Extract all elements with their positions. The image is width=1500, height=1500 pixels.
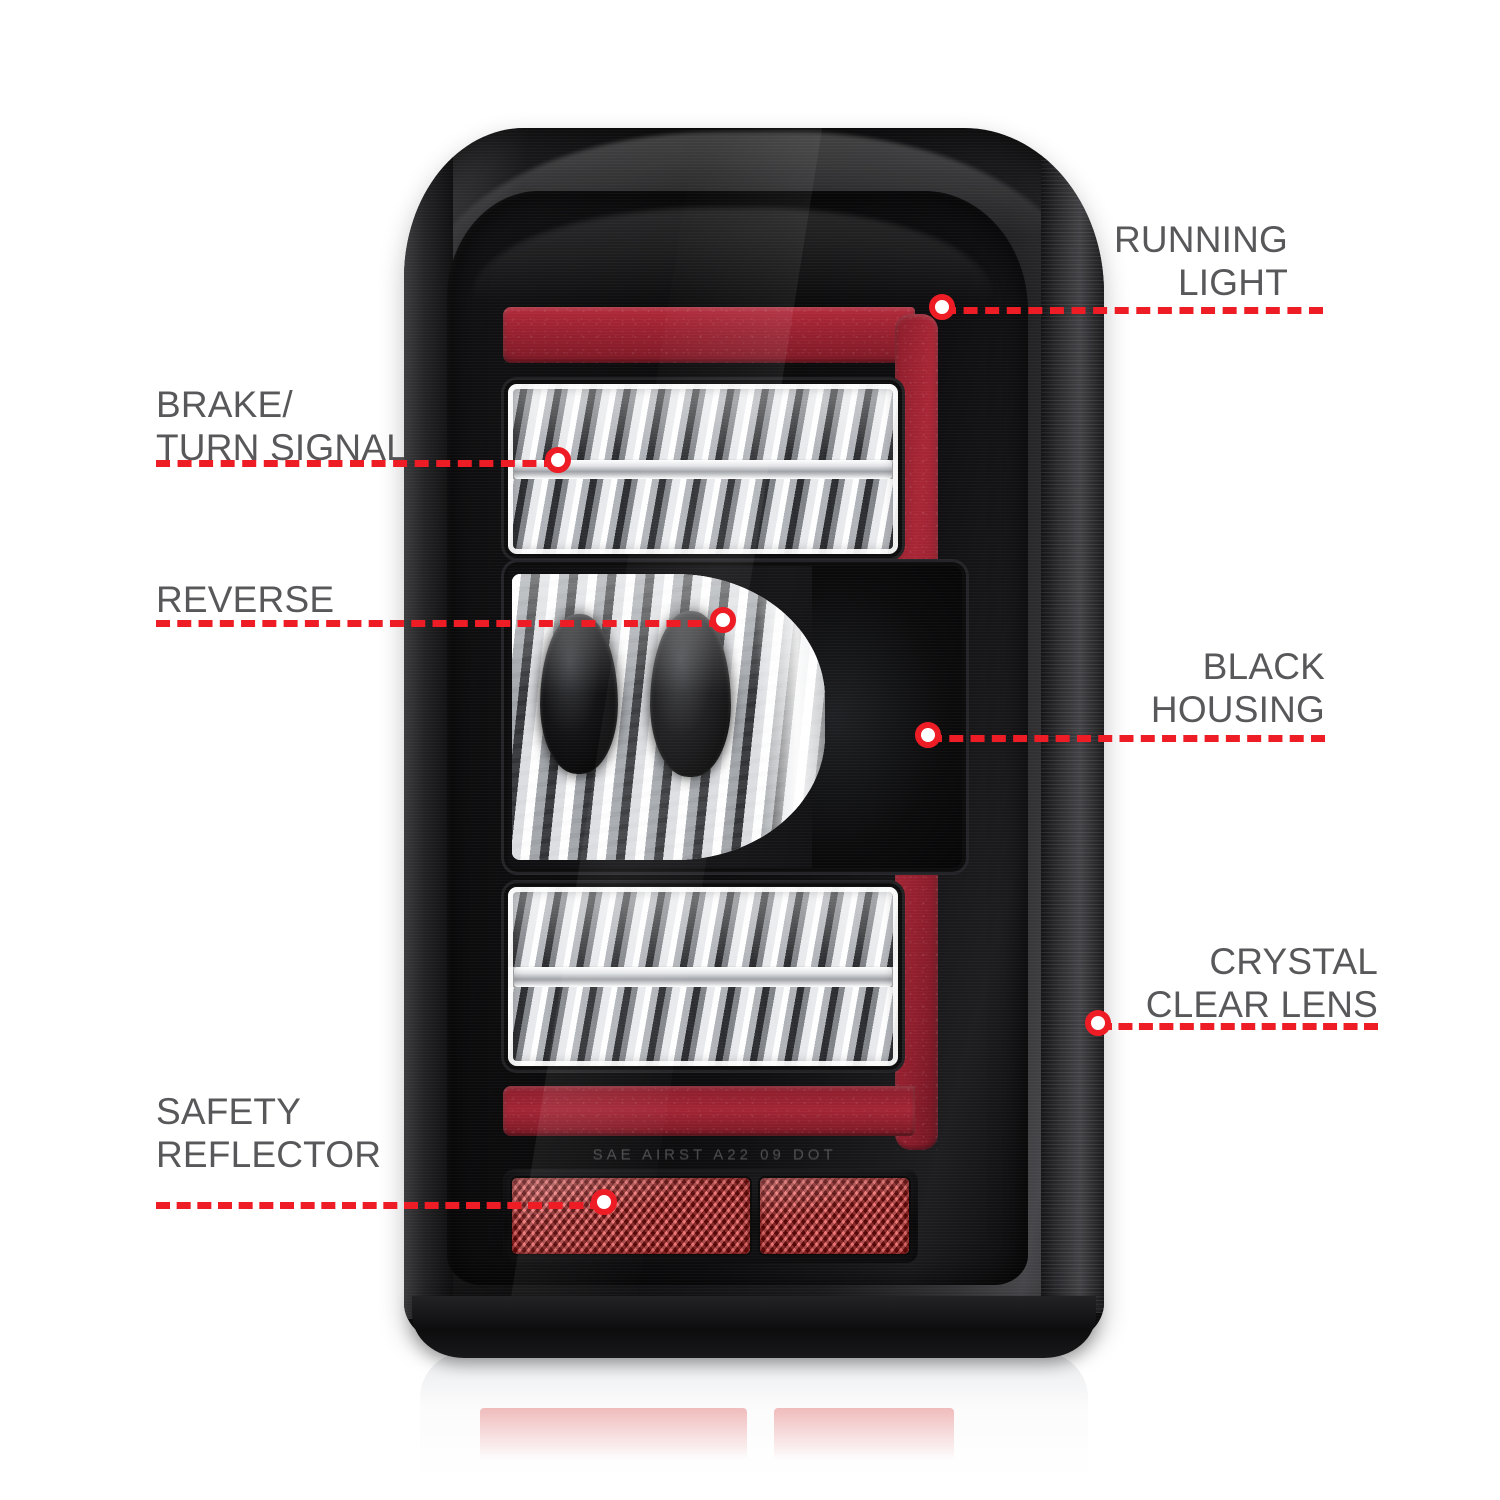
safety-reflector-panel-left — [511, 1177, 751, 1254]
callout-label-crystal-clear-lens: CRYSTAL CLEAR LENS — [1145, 941, 1378, 1026]
lens-gloss — [508, 886, 898, 962]
led-row-upper — [508, 886, 898, 968]
callout-label-reverse: REVERSE — [156, 579, 335, 620]
leader-line-safety-reflector — [156, 1202, 604, 1209]
running-light-bar-top — [502, 307, 916, 363]
led-row-lower — [508, 987, 898, 1066]
surface-glare — [503, 128, 823, 1343]
reverse-chrome-crescent — [755, 579, 825, 855]
callout-dot-crystal-clear-lens[interactable] — [1085, 1010, 1111, 1036]
safety-reflector-panel-right — [760, 1177, 909, 1254]
reverse-prism-texture — [512, 573, 825, 861]
dot-sae-stamp-text: SAE AIRST A22 09 DOT — [592, 1146, 837, 1164]
reverse-dark-inner-panel — [812, 566, 962, 869]
reverse-lens-gloss — [512, 573, 825, 695]
surface-reflection — [420, 1352, 1088, 1480]
leader-line-reverse — [156, 620, 723, 627]
housing-top-highlight — [425, 131, 1083, 314]
callout-label-safety-reflector: SAFETY REFLECTOR — [156, 1091, 382, 1176]
leader-line-brake-turn-signal — [156, 460, 558, 467]
leader-line-crystal-clear-lens — [1098, 1023, 1378, 1030]
chrome-divider — [514, 460, 892, 480]
reverse-light-block — [508, 566, 962, 869]
running-light-bar-bottom — [502, 1085, 916, 1137]
housing-left-bevel — [404, 152, 453, 1319]
reverse-lens — [512, 573, 825, 861]
callout-dot-black-housing[interactable] — [915, 722, 941, 748]
callout-dot-safety-reflector[interactable] — [591, 1189, 617, 1215]
led-row-upper — [508, 383, 898, 461]
leader-line-black-housing — [928, 735, 1325, 742]
callout-label-black-housing: BLACK HOUSING — [1150, 646, 1325, 731]
callout-dot-running-light[interactable] — [929, 294, 955, 320]
chrome-divider — [514, 967, 892, 988]
housing-bottom-lip — [412, 1296, 1096, 1358]
reverse-bulb-left — [540, 613, 619, 775]
reflection-red-left — [480, 1408, 748, 1460]
reflection-red-right — [774, 1408, 955, 1460]
lens-gloss — [508, 383, 898, 456]
reverse-bulb-right — [649, 611, 731, 778]
callout-dot-brake-turn-signal[interactable] — [545, 447, 571, 473]
lens-chrome-rim — [508, 887, 897, 1066]
brake-turn-signal-lens-lower — [508, 886, 898, 1066]
leader-line-running-light — [942, 307, 1323, 314]
safety-reflector-housing — [502, 1168, 918, 1263]
led-row-lower — [508, 479, 898, 555]
callout-dot-reverse[interactable] — [710, 607, 736, 633]
callout-label-running-light: RUNNING LIGHT — [1113, 219, 1288, 304]
